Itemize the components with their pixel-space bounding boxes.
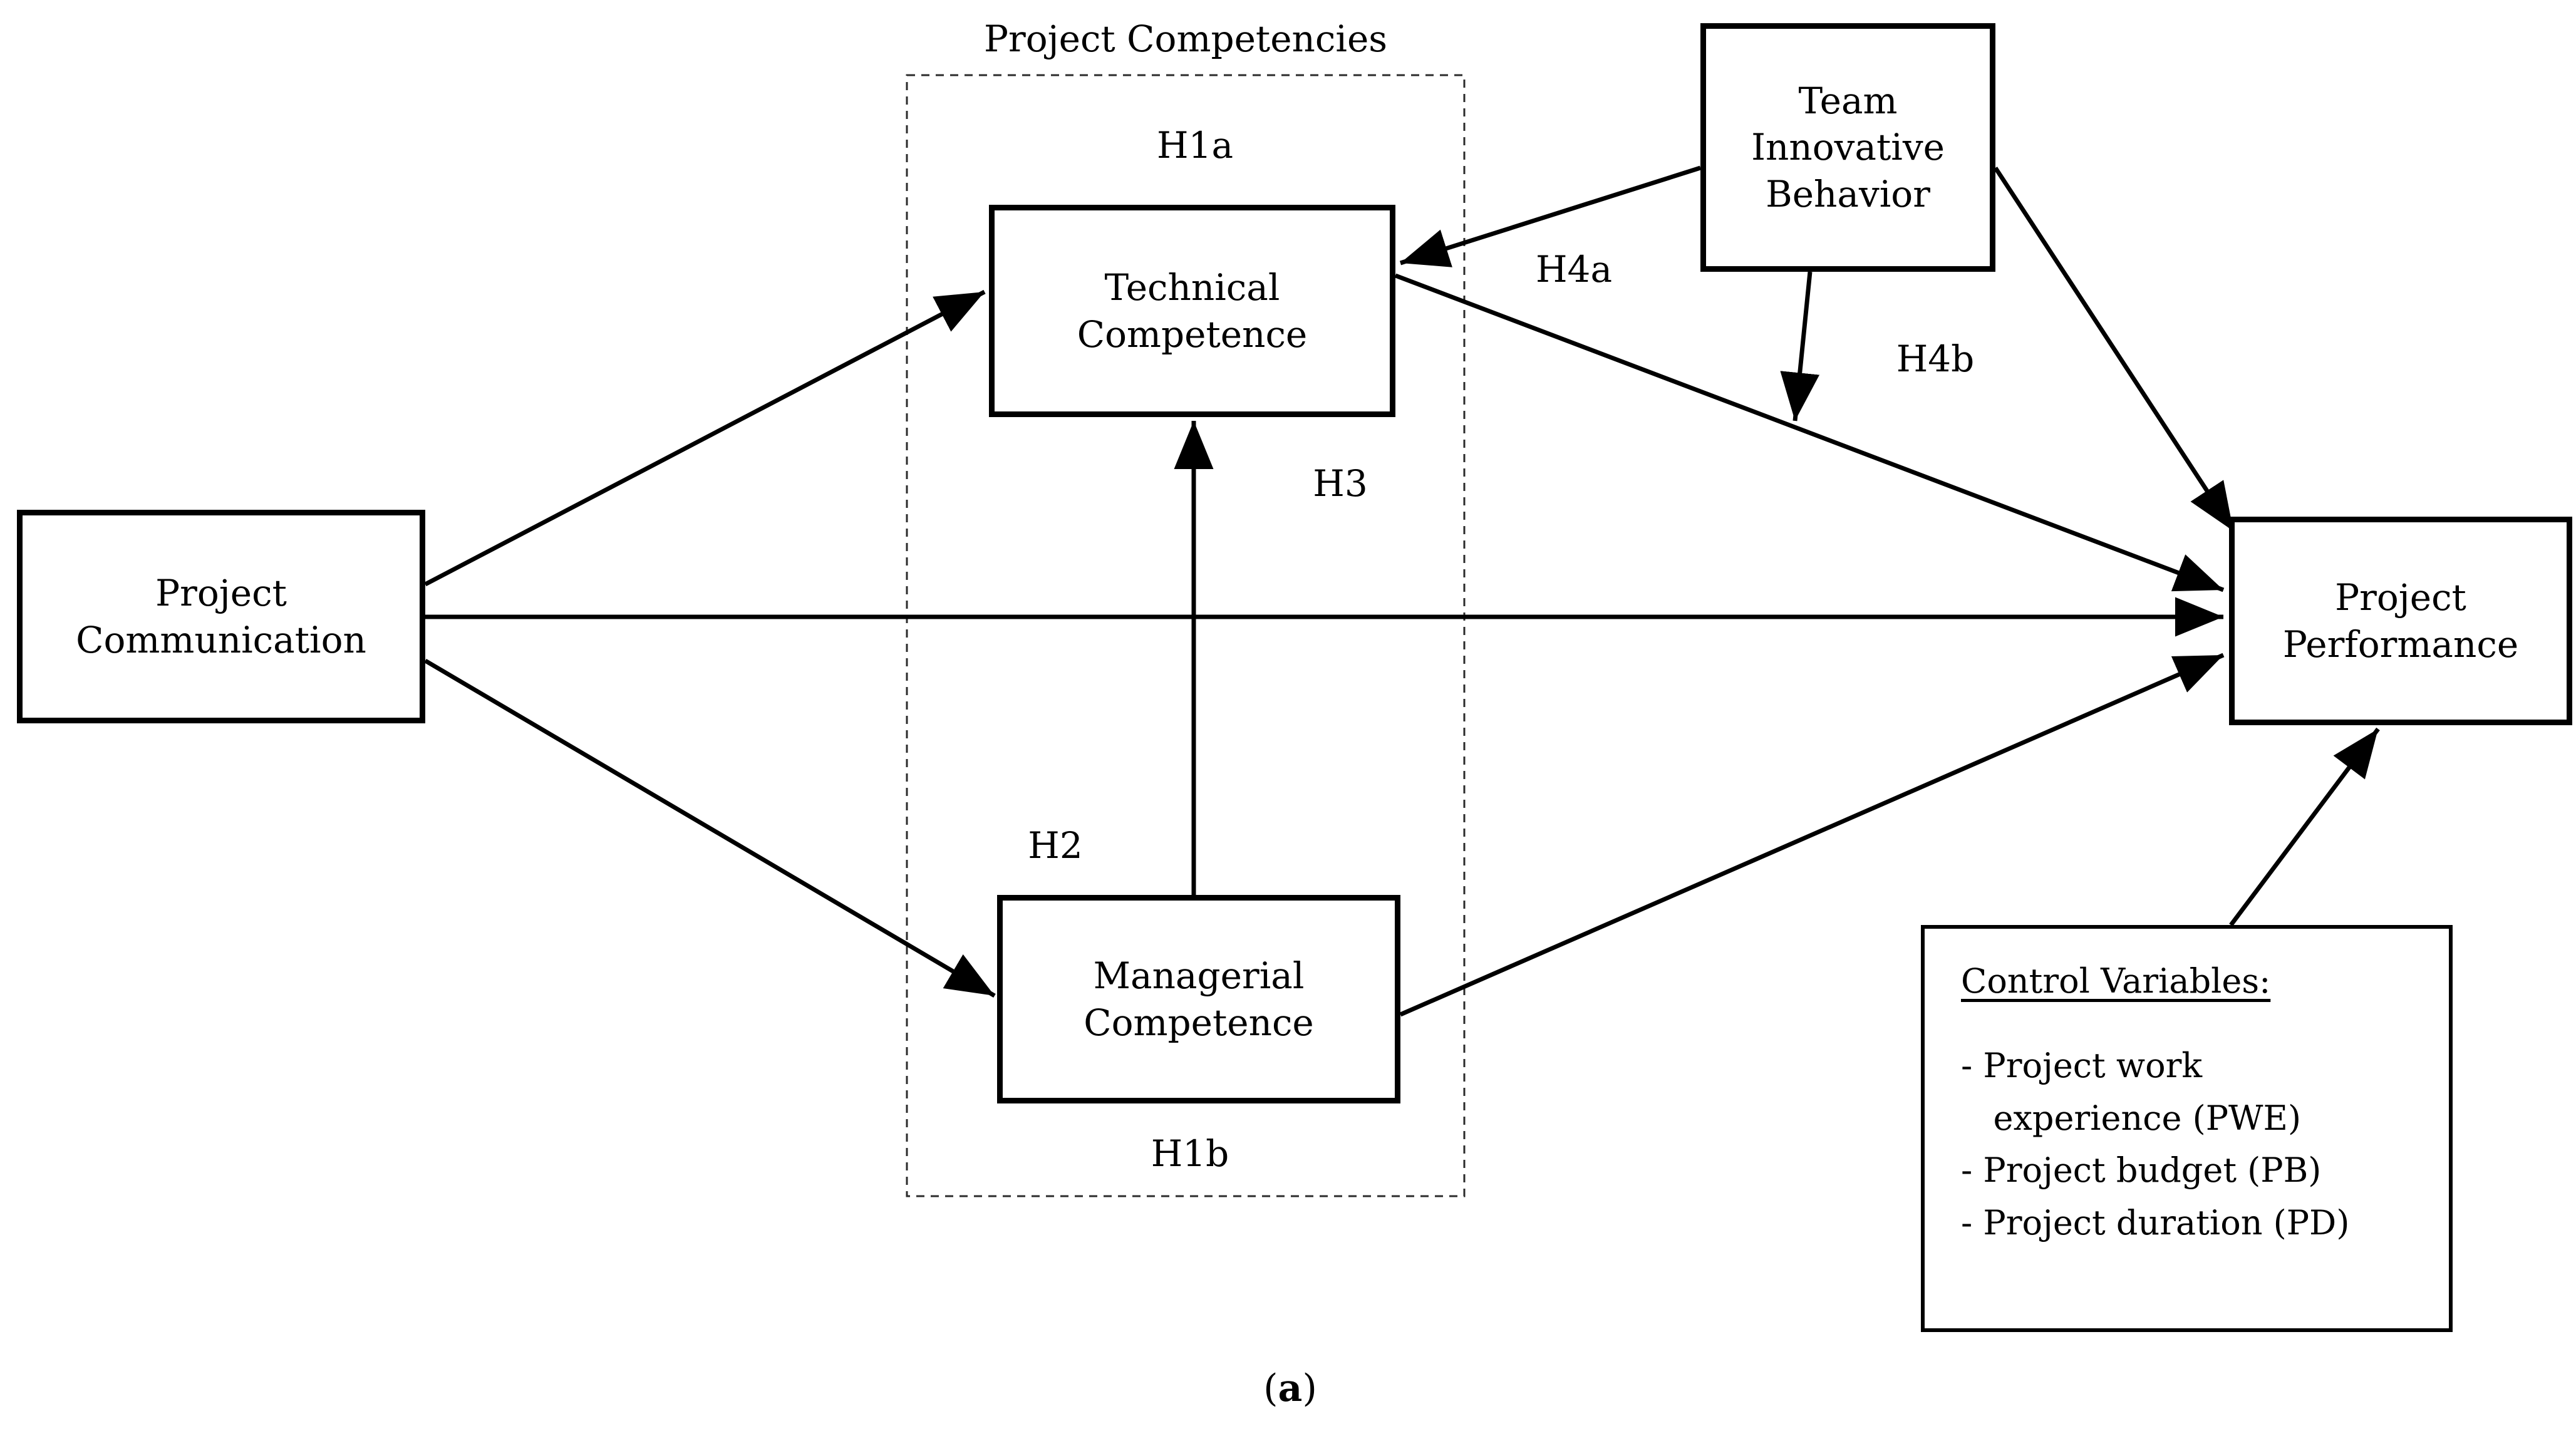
control-variable-item: - Project duration (PD): [1961, 1203, 2350, 1243]
group-label-project-competencies: Project Competencies: [983, 18, 1388, 60]
node-label-project-performance: Project Performance: [2282, 576, 2519, 666]
node-label-managerial-competence: Managerial Competence: [1084, 954, 1314, 1044]
control-variables-box: Control Variables: - Project work experi…: [1921, 925, 2453, 1332]
hypothesis-label-h1a: H1a: [1156, 124, 1234, 167]
control-variable-item: - Project work: [1961, 1046, 2203, 1085]
hypothesis-label-h1b: H1b: [1151, 1132, 1229, 1175]
edge-tib-pp-arrow: [1994, 167, 2235, 532]
edge-pc-tc-arrow: [424, 289, 986, 587]
node-team-innovative-behavior: Team Innovative Behavior: [1700, 23, 1995, 272]
edge-tc-pp-arrow: [1394, 273, 2225, 592]
caption-letter: a: [1278, 1366, 1303, 1410]
hypothesis-label-h3: H3: [1313, 462, 1368, 505]
hypothesis-label-h4b: H4b: [1896, 338, 1975, 380]
edge-tib-moderation-arrow: [1780, 271, 1820, 421]
hypothesis-label-h4a: H4a: [1535, 248, 1613, 291]
project-competencies-dashed-box: [906, 74, 1466, 1197]
node-technical-competence: Technical Competence: [989, 205, 1395, 417]
control-variable-item: - Project budget (PB): [1961, 1150, 2322, 1191]
edge-mc-pp-arrow: [1399, 653, 2225, 1017]
node-project-communication: Project Communication: [17, 510, 425, 723]
control-variable-item: experience (PWE): [1961, 1098, 2302, 1138]
hypothesis-label-h2: H2: [1028, 824, 1083, 867]
edge-pc-mc-arrow: [424, 658, 996, 998]
node-managerial-competence: Managerial Competence: [997, 895, 1400, 1103]
node-label-team-innovative-behavior: Team Innovative Behavior: [1751, 80, 1945, 215]
node-label-technical-competence: Technical Competence: [1077, 266, 1308, 356]
node-label-project-communication: Project Communication: [76, 572, 366, 661]
edge-cv-pp-arrow: [2229, 727, 2380, 927]
caption-close-paren: ): [1302, 1366, 1317, 1410]
figure-caption: (a): [1263, 1366, 1317, 1410]
control-variables-title: Control Variables:: [1961, 961, 2271, 1001]
edge-tib-tc-arrow: [1399, 165, 1702, 267]
caption-open-paren: (: [1263, 1366, 1278, 1410]
node-project-performance: Project Performance: [2229, 517, 2572, 725]
